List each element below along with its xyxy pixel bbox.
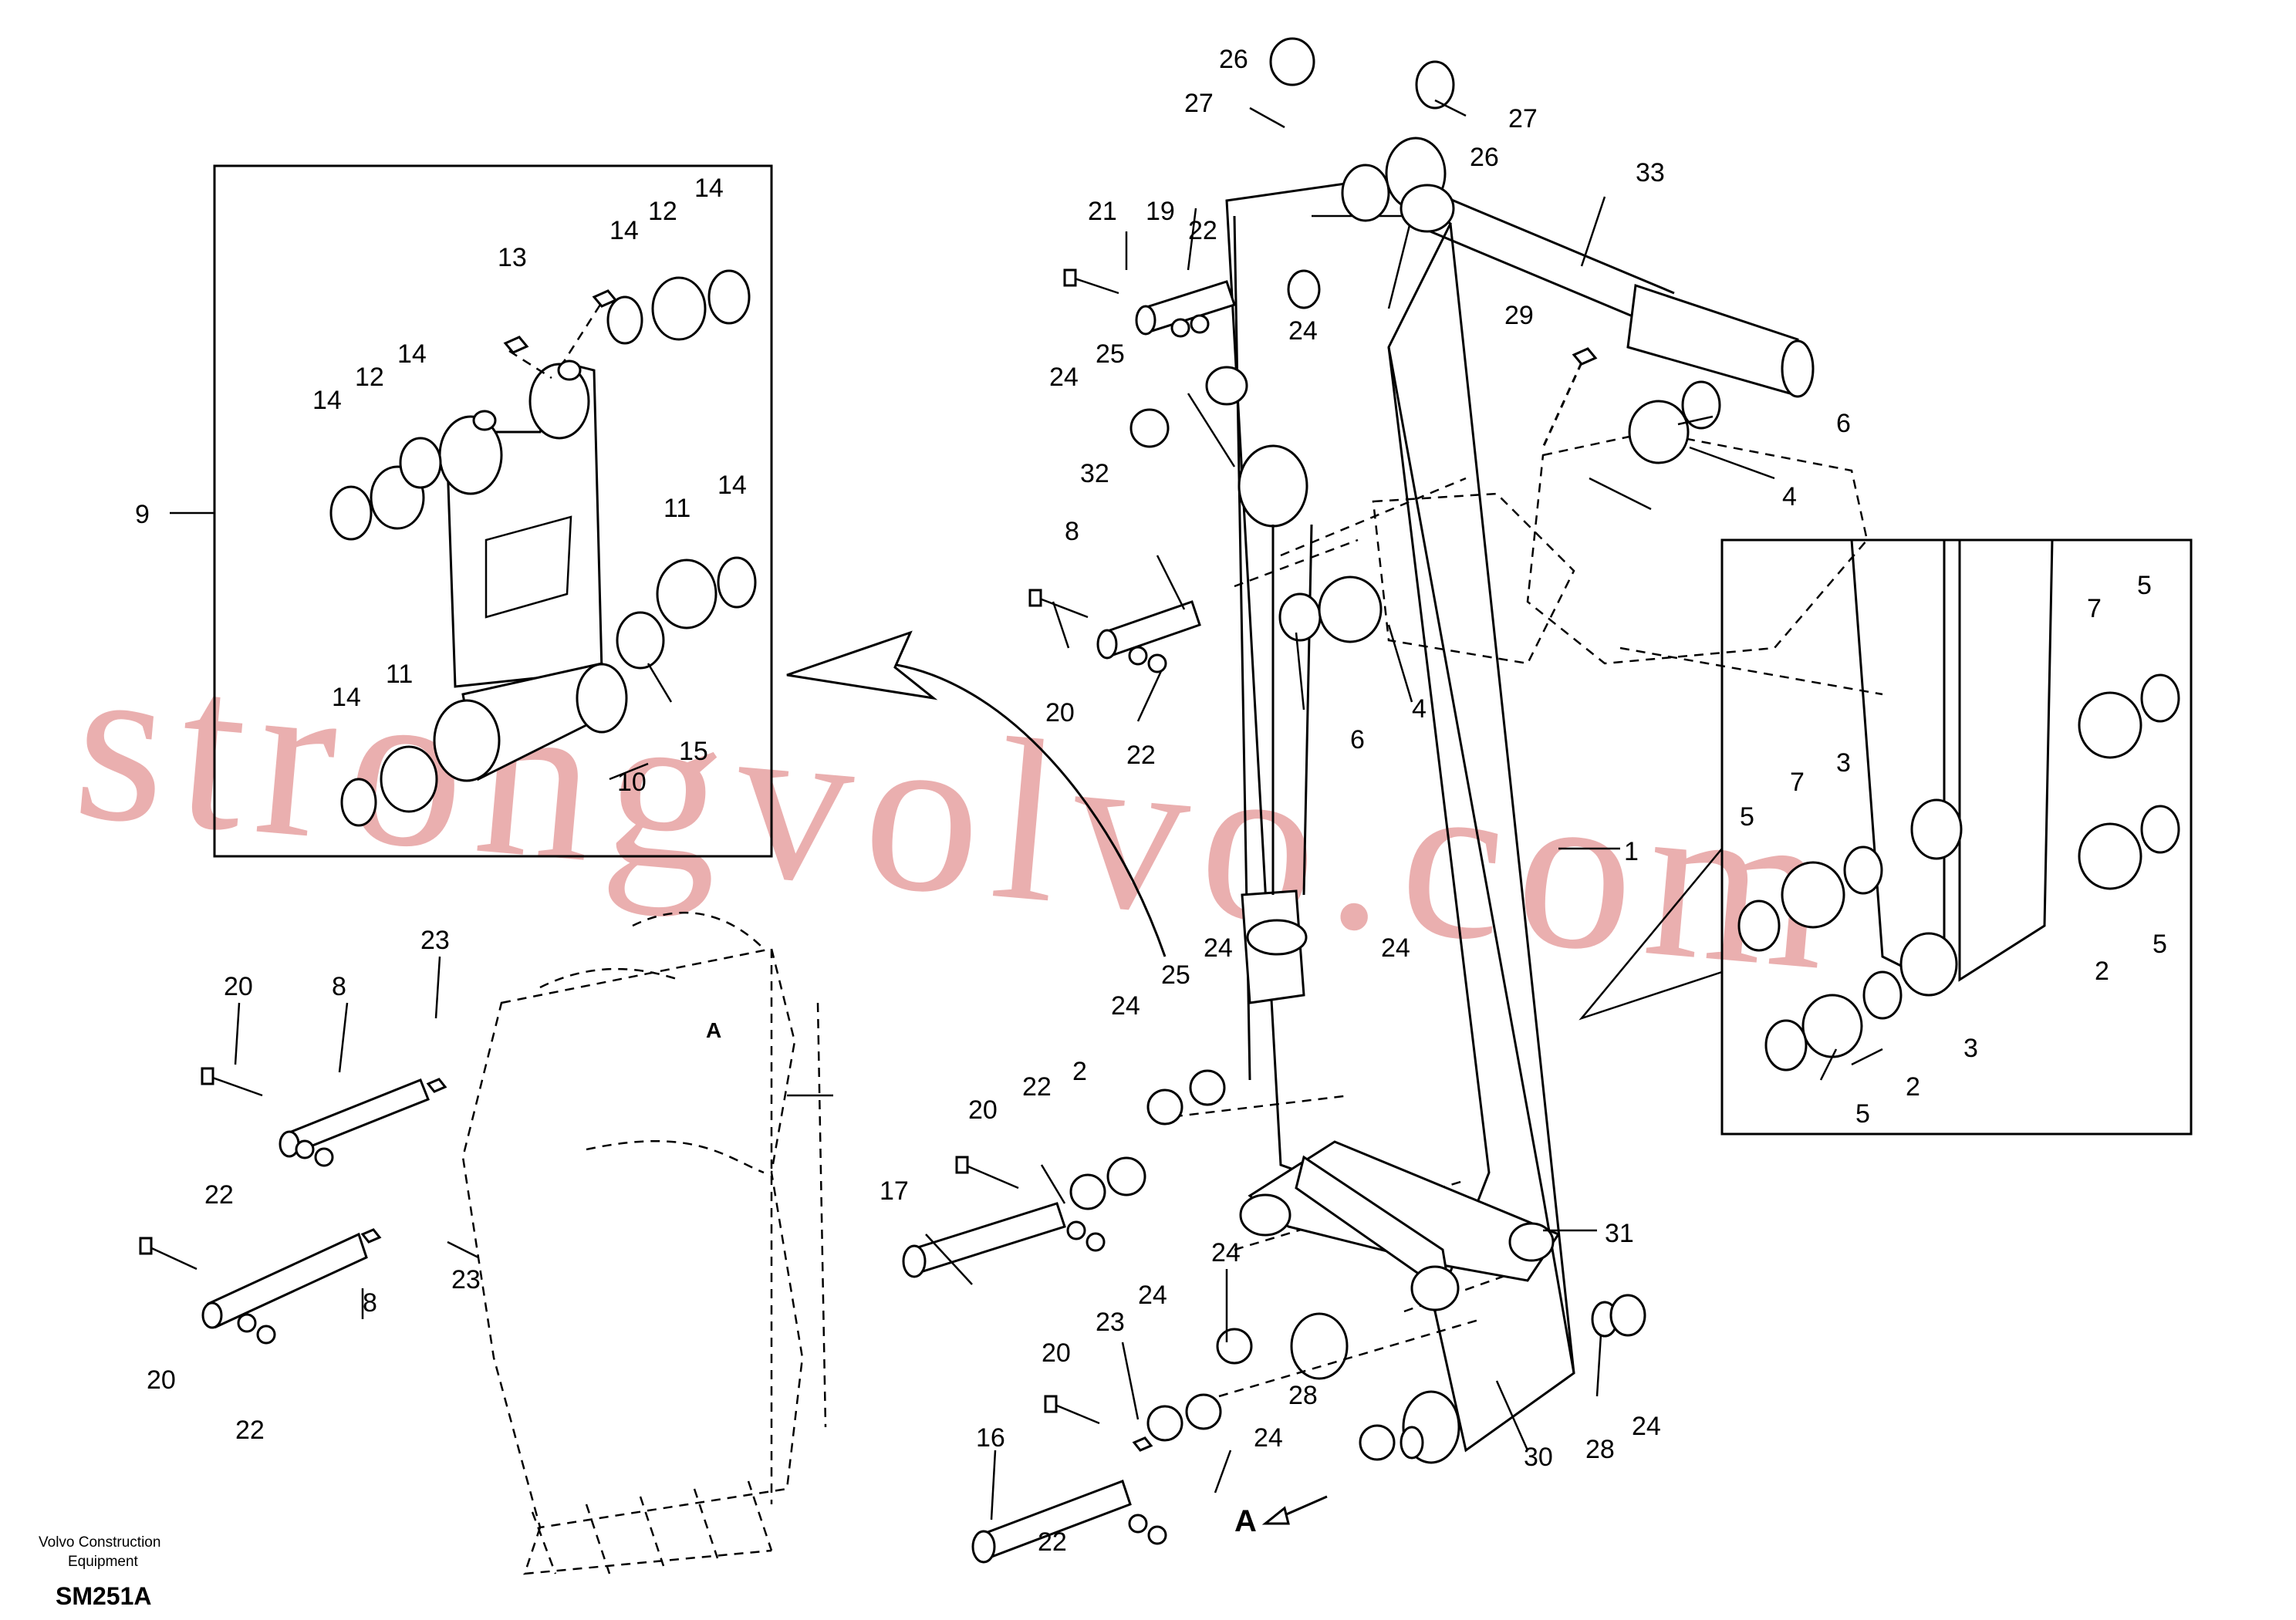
callout-21: 21 [1088, 197, 1117, 226]
company-name-line2: Equipment [68, 1554, 139, 1570]
callout-20: 20 [1045, 698, 1075, 727]
callout-24: 24 [1211, 1238, 1241, 1267]
callout-32: 32 [1080, 459, 1109, 488]
callout-17: 17 [880, 1176, 909, 1206]
boom-cylinder [1400, 184, 1815, 398]
view-marker-a: A A [706, 1018, 1328, 1538]
callout-labels: 1 26 27 27 26 33 21 19 22 24 25 24 29 6 … [135, 45, 2167, 1557]
callout-25: 25 [1096, 339, 1125, 369]
callout-24: 24 [1381, 933, 1410, 963]
callout-2: 2 [1072, 1057, 1087, 1086]
callout-22: 22 [204, 1180, 234, 1210]
callout-3: 3 [1836, 748, 1851, 778]
loose-parts [902, 37, 1721, 1564]
callout-14: 14 [397, 339, 427, 369]
callout-25: 25 [1161, 960, 1190, 990]
callout-7: 7 [2087, 594, 2102, 623]
detail-box-linkage [170, 164, 773, 858]
callout-22: 22 [235, 1416, 265, 1445]
callout-24: 24 [1288, 316, 1318, 346]
callout-2: 2 [2095, 957, 2109, 986]
callout-30: 30 [1524, 1443, 1553, 1472]
callout-11: 11 [386, 660, 413, 689]
callout-19: 19 [1146, 197, 1175, 226]
callout-12: 12 [648, 197, 677, 226]
callout-15: 15 [679, 737, 708, 766]
callout-24: 24 [1254, 1423, 1283, 1453]
callout-29: 29 [1504, 301, 1534, 330]
bucket-outline [139, 911, 827, 1575]
callout-23: 23 [1096, 1308, 1125, 1337]
callout-24: 24 [1632, 1412, 1661, 1441]
view-label-a-detail: A [706, 1018, 721, 1042]
callout-13: 13 [498, 243, 527, 272]
callout-26: 26 [1470, 143, 1499, 172]
footer: Volvo Construction Equipment SM251A [39, 1534, 160, 1610]
callout-8: 8 [332, 972, 346, 1001]
callout-28: 28 [1585, 1435, 1615, 1464]
callout-8: 8 [1065, 517, 1079, 546]
dipper-arm [1187, 137, 1575, 1464]
callout-28: 28 [1288, 1381, 1318, 1410]
leader-lines [234, 99, 1883, 1520]
callout-22: 22 [1038, 1527, 1067, 1557]
callout-14: 14 [312, 386, 342, 415]
callout-9: 9 [135, 500, 150, 529]
callout-22: 22 [1188, 216, 1217, 245]
bucket-link [1239, 1140, 1561, 1311]
callout-7: 7 [1790, 768, 1805, 797]
callout-33: 33 [1636, 158, 1665, 187]
callout-4: 4 [1782, 482, 1797, 511]
callout-24: 24 [1111, 991, 1140, 1021]
callout-5: 5 [2152, 930, 2167, 959]
callout-14: 14 [332, 683, 361, 712]
detail-reference-arrow [786, 630, 1167, 957]
callout-20: 20 [224, 972, 253, 1001]
callout-8: 8 [363, 1288, 377, 1318]
callout-27: 27 [1508, 104, 1538, 133]
callout-10: 10 [617, 768, 647, 797]
callout-12: 12 [355, 363, 384, 392]
callout-2: 2 [1906, 1072, 1920, 1102]
callout-20: 20 [968, 1095, 998, 1125]
detail-box-view-a [1578, 538, 2193, 1136]
callout-26: 26 [1219, 45, 1248, 74]
callout-20: 20 [147, 1365, 176, 1395]
callout-27: 27 [1184, 89, 1214, 118]
callout-14: 14 [718, 471, 747, 500]
callout-5: 5 [1855, 1099, 1870, 1129]
callout-5: 5 [2137, 571, 2152, 600]
callout-20: 20 [1042, 1338, 1071, 1368]
callout-6: 6 [1836, 409, 1851, 438]
callout-3: 3 [1963, 1034, 1978, 1063]
company-name-line1: Volvo Construction [39, 1534, 160, 1551]
callout-24: 24 [1138, 1281, 1167, 1310]
callout-14: 14 [694, 174, 724, 203]
callout-4: 4 [1412, 694, 1427, 724]
callout-24: 24 [1204, 933, 1233, 963]
drawing-code: SM251A [56, 1582, 152, 1610]
callout-22: 22 [1022, 1072, 1052, 1102]
callout-1: 1 [1624, 837, 1639, 866]
callout-31: 31 [1605, 1219, 1634, 1248]
callout-16: 16 [976, 1423, 1005, 1453]
watermark-text: strongvolvo.com [66, 610, 1852, 1020]
callout-6: 6 [1350, 725, 1365, 754]
callout-23: 23 [420, 926, 450, 955]
callout-5: 5 [1740, 802, 1754, 832]
callout-11: 11 [663, 494, 690, 523]
callout-24: 24 [1049, 363, 1079, 392]
callout-14: 14 [609, 216, 639, 245]
callout-22: 22 [1126, 741, 1156, 770]
view-label-a: A [1234, 1504, 1257, 1538]
callout-23: 23 [451, 1265, 481, 1294]
